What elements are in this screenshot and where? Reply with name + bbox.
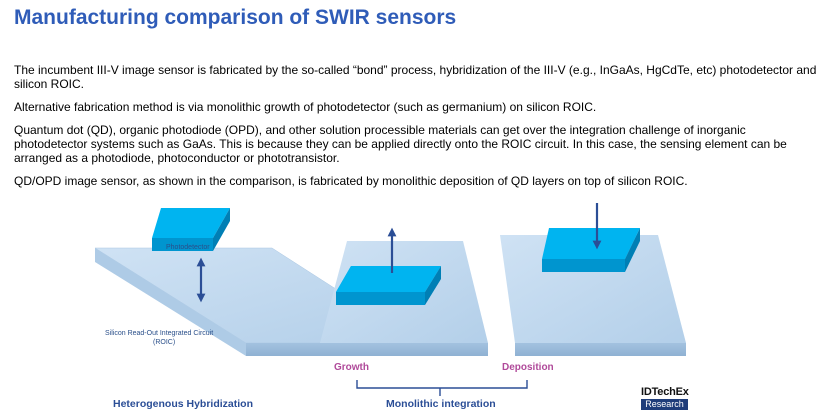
paragraph-monolithic-growth: Alternative fabrication method is via mo… <box>14 100 597 114</box>
body-text: The incumbent III-V image sensor is fabr… <box>14 63 819 197</box>
paragraph-solution-processible: Quantum dot (QD), organic photodiode (OP… <box>14 123 787 165</box>
idtechex-logo: IDTechEx Research <box>641 386 689 410</box>
monolithic-integration-label: Monolithic integration <box>386 398 496 410</box>
monolithic-bracket <box>356 380 528 396</box>
photodetector-block-hybrid <box>152 208 230 251</box>
photodetector-label: Photodetector <box>166 244 210 251</box>
deposition-label: Deposition <box>502 362 554 373</box>
growth-label: Growth <box>334 362 369 373</box>
paragraph-qd-opd: QD/OPD image sensor, as shown in the com… <box>14 174 688 188</box>
photodetector-block-growth <box>336 266 441 305</box>
logo-name: IDTechEx <box>641 386 689 398</box>
roic-label-line2: (ROIC) <box>153 339 175 346</box>
logo-sub: Research <box>641 399 688 410</box>
paragraph-bond-process: The incumbent III-V image sensor is fabr… <box>14 63 817 91</box>
roic-label-line1: Silicon Read-Out Integrated Circuit <box>105 330 213 337</box>
hetero-hybridization-label: Heterogenous Hybridization <box>113 398 253 410</box>
qd-layer-block-deposition <box>542 228 640 272</box>
slide-title: Manufacturing comparison of SWIR sensors <box>14 6 457 29</box>
